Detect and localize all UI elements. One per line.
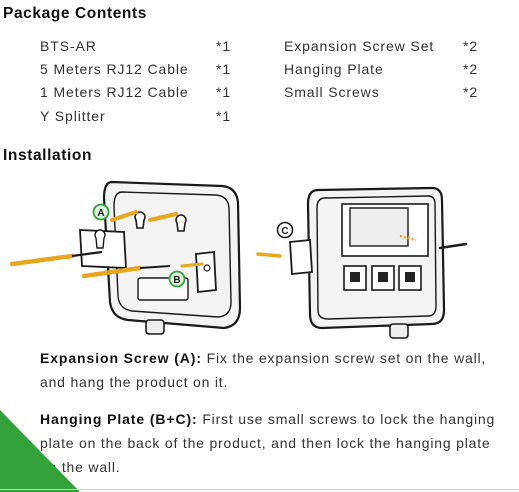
item-qty: *1 (216, 61, 232, 77)
item-name: Expansion Screw Set (284, 38, 435, 54)
expansion-screw-description: Expansion Screw (A): Fix the expansion s… (40, 346, 510, 394)
hanging-plate-label: Hanging Plate (B+C): (40, 411, 198, 427)
callout-b-label: B (173, 275, 180, 286)
device-rear-view (9, 180, 242, 335)
item-qty: *2 (463, 84, 479, 100)
callout-b: B (168, 270, 186, 288)
item-name: Y Splitter (40, 108, 106, 124)
item-name: Small Screws (284, 84, 380, 100)
item-qty: *2 (463, 61, 479, 77)
item-name: Hanging Plate (284, 61, 384, 77)
callout-c-label: C (281, 226, 288, 237)
item-name: 5 Meters RJ12 Cable (40, 61, 189, 77)
item-name: BTS-AR (40, 38, 97, 54)
expansion-screw-text: Fix the expansion screw set on the wall,… (40, 350, 487, 390)
callout-c: C (276, 221, 294, 239)
bottom-divider (0, 489, 519, 490)
callout-a: A (92, 203, 110, 221)
package-contents-heading: Package Contents (3, 5, 147, 22)
callout-a-label: A (97, 208, 104, 219)
item-qty: *2 (463, 38, 479, 54)
installation-heading: Installation (3, 147, 93, 164)
item-qty: *1 (216, 38, 232, 54)
hanging-plate-text: First use small screws to lock the hangi… (40, 411, 496, 475)
item-qty: *1 (216, 108, 232, 124)
item-name: 1 Meters RJ12 Cable (40, 84, 189, 100)
expansion-screw-label: Expansion Screw (A): (40, 350, 202, 366)
green-corner-decoration (0, 410, 80, 492)
hanging-plate-description: Hanging Plate (B+C): First use small scr… (40, 407, 510, 479)
item-qty: *1 (216, 84, 232, 100)
installation-illustration: A B C (9, 180, 468, 339)
device-front-view (256, 186, 468, 339)
